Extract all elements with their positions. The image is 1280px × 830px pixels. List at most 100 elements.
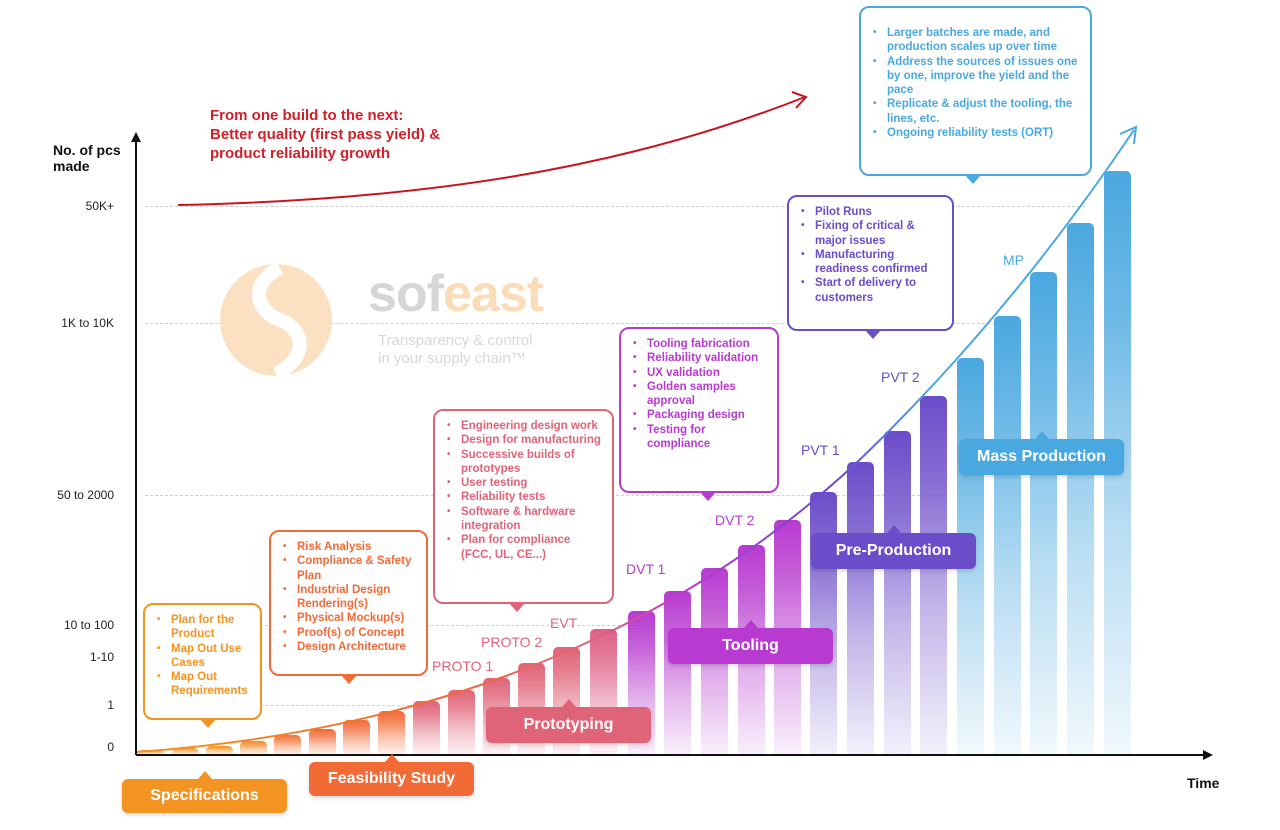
volume-bar [884,431,911,755]
phase-feasibility: Feasibility Study [309,754,474,796]
volume-bar [1067,223,1094,755]
tooling-item: Tooling fabrication [633,337,767,352]
volume-bar [378,711,405,755]
phase-prototyping: Prototyping [486,699,651,743]
phase-tooling-label: Tooling [722,637,779,654]
volume-bar [847,462,874,755]
phase-tooling: Tooling [668,620,833,664]
feasibility-item: Industrial Design Rendering(s) [283,583,416,612]
gridline-1k [145,323,995,324]
feasibility-item: Proof(s) of Concept [283,626,416,641]
y-axis-arrow-icon [131,132,141,142]
tooling-item: Golden samples approval [633,380,767,409]
stage-mp: MP [1003,252,1024,268]
sofeast-watermark: sofeast Transparency & control in your s… [210,262,590,382]
volume-bar [413,701,440,755]
spec-item: Map Out Requirements [157,670,250,699]
growth-curve [136,129,1135,753]
volume-bar [448,690,475,755]
volume-bar [1030,272,1057,755]
stage-dvt1: DVT 1 [626,561,666,577]
mp-item: Ongoing reliability tests (ORT) [873,126,1080,141]
preproduction-item: Pilot Runs [801,205,942,220]
y-tick-1k-10k: 1K to 10K [61,316,114,330]
phase-mass-production-label: Mass Production [977,448,1106,465]
sofeast-logo-icon [220,262,332,381]
phase-prototyping-label: Prototyping [523,716,614,733]
volume-bar [137,750,164,755]
y-axis-title: No. of pcs made [53,142,121,174]
mp-item: Larger batches are made, and production … [873,26,1080,55]
volume-bar [664,591,691,755]
preproduction-item: Manufacturing readiness confirmed [801,248,942,277]
gridline-1 [145,705,425,706]
phase-feasibility-label: Feasibility Study [327,770,456,787]
headline-line1: From one build to the next: [210,107,404,124]
headline: From one build to the next: Better quali… [210,106,440,163]
volume-bar [274,735,301,755]
tagline-line2: in your supply chain™ [378,350,526,367]
callout-preproduction: Pilot Runs Fixing of critical & major is… [787,195,954,339]
tooling-item: Reliability validation [633,351,767,366]
phase-preproduction-label: Pre-Production [835,542,952,559]
callout-feasibility: Risk Analysis Compliance & Safety Plan I… [269,530,428,684]
feasibility-item: Compliance & Safety Plan [283,554,416,583]
spec-item: Map Out Use Cases [157,642,250,671]
prototyping-item: Software & hardware integration [447,505,602,534]
y-tick-1: 1 [107,698,114,712]
phase-mass-production: Mass Production [959,431,1124,475]
callout-tooling: Tooling fabrication Reliability validati… [619,327,779,501]
headline-line2: Better quality (first pass yield) & [210,126,441,143]
stage-proto1: PROTO 1 [432,658,494,674]
phase-specifications-label: Specifications [150,787,259,804]
x-axis-arrow-icon [1203,750,1213,760]
volume-bar [343,720,370,755]
x-axis-title: Time [1187,775,1220,791]
stage-pvt1: PVT 1 [801,442,840,458]
preproduction-item: Fixing of critical & major issues [801,219,942,248]
tooling-item: Packaging design [633,408,767,423]
stage-dvt2: DVT 2 [715,512,755,528]
prototyping-item: Successive builds of prototypes [447,448,602,477]
feasibility-item: Design Architecture [283,640,416,655]
tagline-line1: Transparency & control [378,332,533,349]
stage-proto2: PROTO 2 [481,634,543,650]
tooling-item: UX validation [633,366,767,381]
y-tick-0: 0 [107,740,114,754]
mp-item: Address the sources of issues one by one… [873,55,1080,98]
volume-bar [172,748,199,755]
y-axis-title-line1: No. of pcs [53,142,121,158]
brand-east: east [443,265,544,323]
prototyping-item: Engineering design work [447,419,602,434]
prototyping-item: Reliability tests [447,490,602,505]
y-tick-50k: 50K+ [85,199,114,213]
y-axis-title-line2: made [53,158,90,174]
gridline-10 [260,625,640,626]
volume-bar [309,729,336,755]
feasibility-item: Physical Mockup(s) [283,611,416,626]
phase-preproduction: Pre-Production [811,525,976,569]
growth-arrowhead-icon [1119,125,1138,145]
stage-pvt2: PVT 2 [881,369,920,385]
volume-bar [240,741,267,755]
volume-bar [206,746,233,755]
stage-evt: EVT [550,615,578,631]
headline-line3: product reliability growth [210,145,391,162]
callout-specifications: Plan for the Product Map Out Use Cases M… [143,603,262,728]
phase-specifications: Specifications [122,771,287,813]
y-tick-10-100: 10 to 100 [63,618,114,632]
prototyping-item: Plan for compliance (FCC, UL, CE...) [447,533,602,562]
volume-bar [920,396,947,755]
quality-arrowhead-icon [791,91,808,109]
gridline-50k [145,206,1085,207]
mp-item: Replicate & adjust the tooling, the line… [873,97,1080,126]
callout-mass-production: Larger batches are made, and production … [859,6,1092,184]
y-tick-1-10: 1-10 [89,650,114,664]
quality-curve [177,96,806,206]
feasibility-item: Risk Analysis [283,540,416,555]
y-tick-50-2000: 50 to 2000 [57,488,114,502]
prototyping-item: Design for manufacturing [447,433,602,448]
volume-bar [994,316,1021,755]
prototyping-item: User testing [447,476,602,491]
